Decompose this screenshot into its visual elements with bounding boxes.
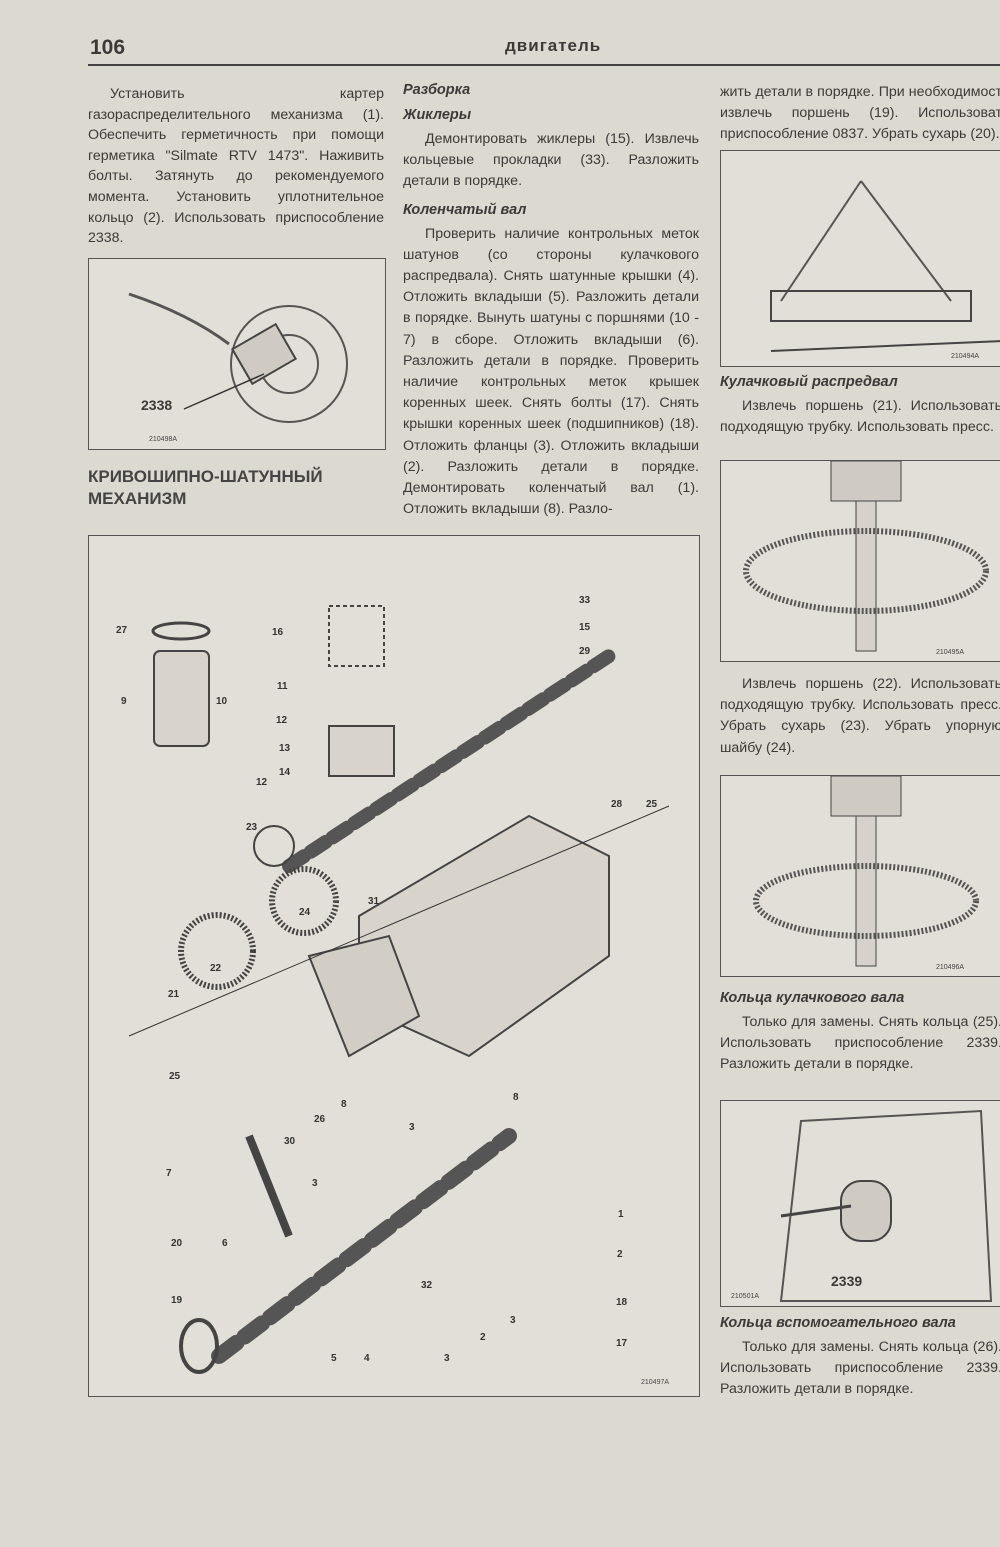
heading-disassembly: Разборка (403, 82, 471, 98)
section-title: КРИВОШИПНО-ШАТУННЫЙ МЕХАНИЗМ (88, 467, 323, 508)
callout-label: 25 (169, 1071, 181, 1082)
callout-label: 25 (646, 799, 658, 810)
callout-label: 17 (616, 1338, 628, 1349)
gear-press-drawing (753, 776, 979, 967)
right-column-cam-rings: Кольца кулачкового вала Только для замен… (720, 990, 1000, 1076)
callout-label: 19 (171, 1295, 183, 1306)
figure-ring-tool: 2339 210501A (720, 1100, 1000, 1307)
figure-code: 210495A (936, 649, 965, 656)
heading-crankshaft: Коленчатый вал (403, 201, 527, 218)
exploded-view-drawing (128, 605, 670, 1374)
callout-label: 30 (284, 1136, 296, 1147)
camshaft-paragraph-1: Извлечь поршень (21). Использовать подхо… (720, 398, 1000, 436)
callout-label: 12 (256, 777, 268, 788)
figure-code: 210501A (731, 1293, 760, 1300)
crankshaft-paragraph: Проверить наличие контрольных меток шату… (403, 225, 699, 518)
callout-label: 32 (421, 1280, 433, 1291)
callout-label: 20 (171, 1238, 183, 1249)
cam-rings-paragraph: Только для замены. Снять кольца (25). Ис… (720, 1014, 1000, 1073)
callout-label: 6 (222, 1238, 228, 1249)
callout-label: 12 (276, 715, 288, 726)
camshaft-paragraph-2: Извлечь поршень (22). Использовать подхо… (720, 676, 1000, 756)
callout-label: 5 (331, 1353, 337, 1364)
ring-tool-drawing (779, 1109, 993, 1302)
callout-label: 2 (617, 1249, 623, 1260)
figure-code: 210494A (951, 353, 980, 360)
figure-crankshaft-hoist: 210494A (720, 150, 1000, 367)
callout-label: 13 (279, 743, 291, 754)
callout-label: 10 (216, 696, 228, 707)
figure-code: 210497A (641, 1379, 670, 1386)
timing-cover-drawing (128, 292, 348, 423)
right-column-camshaft: Кулачковый распредвал Извлечь поршень (2… (720, 374, 1000, 438)
callout-label: 22 (210, 963, 222, 974)
callout-label: 24 (299, 907, 311, 918)
callout-label: 18 (616, 1297, 628, 1308)
callout-label: 14 (279, 767, 291, 778)
middle-column: Разборка Жиклеры Демонтировать жиклеры (… (403, 82, 699, 520)
callout-label: 16 (272, 627, 284, 638)
tool-label-2338: 2338 (141, 397, 173, 413)
callout-label: 2 (480, 1332, 486, 1343)
callout-label: 23 (246, 822, 258, 833)
callout-label: 3 (312, 1178, 318, 1189)
page-number: 106 (90, 36, 126, 59)
intro-paragraph: Установить картер газораспределительного… (88, 86, 384, 247)
callout-label: 8 (341, 1099, 347, 1110)
figure-code: 210498A (149, 436, 178, 443)
callout-label: 33 (579, 595, 591, 606)
callout-label: 3 (444, 1353, 450, 1364)
continuation-paragraph: жить детали в порядке. При необходимост … (720, 84, 1000, 143)
gear-press-drawing (743, 461, 989, 652)
callout-label: 4 (364, 1353, 370, 1364)
right-column-camshaft-2: Извлечь поршень (22). Использовать подхо… (720, 674, 1000, 759)
heading-cam-rings: Кольца кулачкового вала (720, 990, 905, 1006)
heading-jets: Жиклеры (403, 107, 472, 123)
callout-label: 11 (277, 681, 288, 692)
right-column-aux-rings: Кольца вспомогательного вала Только для … (720, 1315, 1000, 1401)
tool-label-2339: 2339 (831, 1273, 863, 1289)
callout-label: 3 (510, 1315, 516, 1326)
callout-label: 26 (314, 1114, 326, 1125)
callout-label: 27 (116, 625, 128, 636)
callout-label: 9 (121, 696, 127, 707)
callout-label: 29 (579, 646, 591, 657)
heading-camshaft: Кулачковый распредвал (720, 374, 898, 390)
running-header: двигатель (505, 36, 602, 55)
figure-camshaft-press-2: 210496A (720, 775, 1000, 977)
aux-rings-paragraph: Только для замены. Снять кольца (26). Ис… (720, 1339, 1000, 1398)
callout-label: 3 (409, 1122, 415, 1133)
heading-aux-rings: Кольца вспомогательного вала (720, 1315, 956, 1331)
figure-timing-cover: 2338 210498A (88, 258, 386, 450)
callout-label: 31 (368, 896, 380, 907)
right-column-top: жить детали в порядке. При необходимост … (720, 82, 1000, 146)
jets-paragraph: Демонтировать жиклеры (15). Извлечь коль… (403, 131, 699, 190)
callout-label: 1 (618, 1209, 624, 1220)
crankshaft-hoist-drawing (770, 180, 1000, 352)
callout-label: 7 (166, 1168, 172, 1179)
callout-label: 28 (611, 799, 623, 810)
callout-label: 21 (168, 989, 180, 1000)
header-rule (88, 64, 1000, 66)
callout-label: 8 (513, 1092, 519, 1103)
left-intro: Установить картер газораспределительного… (88, 84, 384, 249)
figure-code: 210496A (936, 964, 965, 971)
callout-label: 15 (579, 622, 591, 633)
figure-camshaft-press-1: 210495A (720, 460, 1000, 662)
